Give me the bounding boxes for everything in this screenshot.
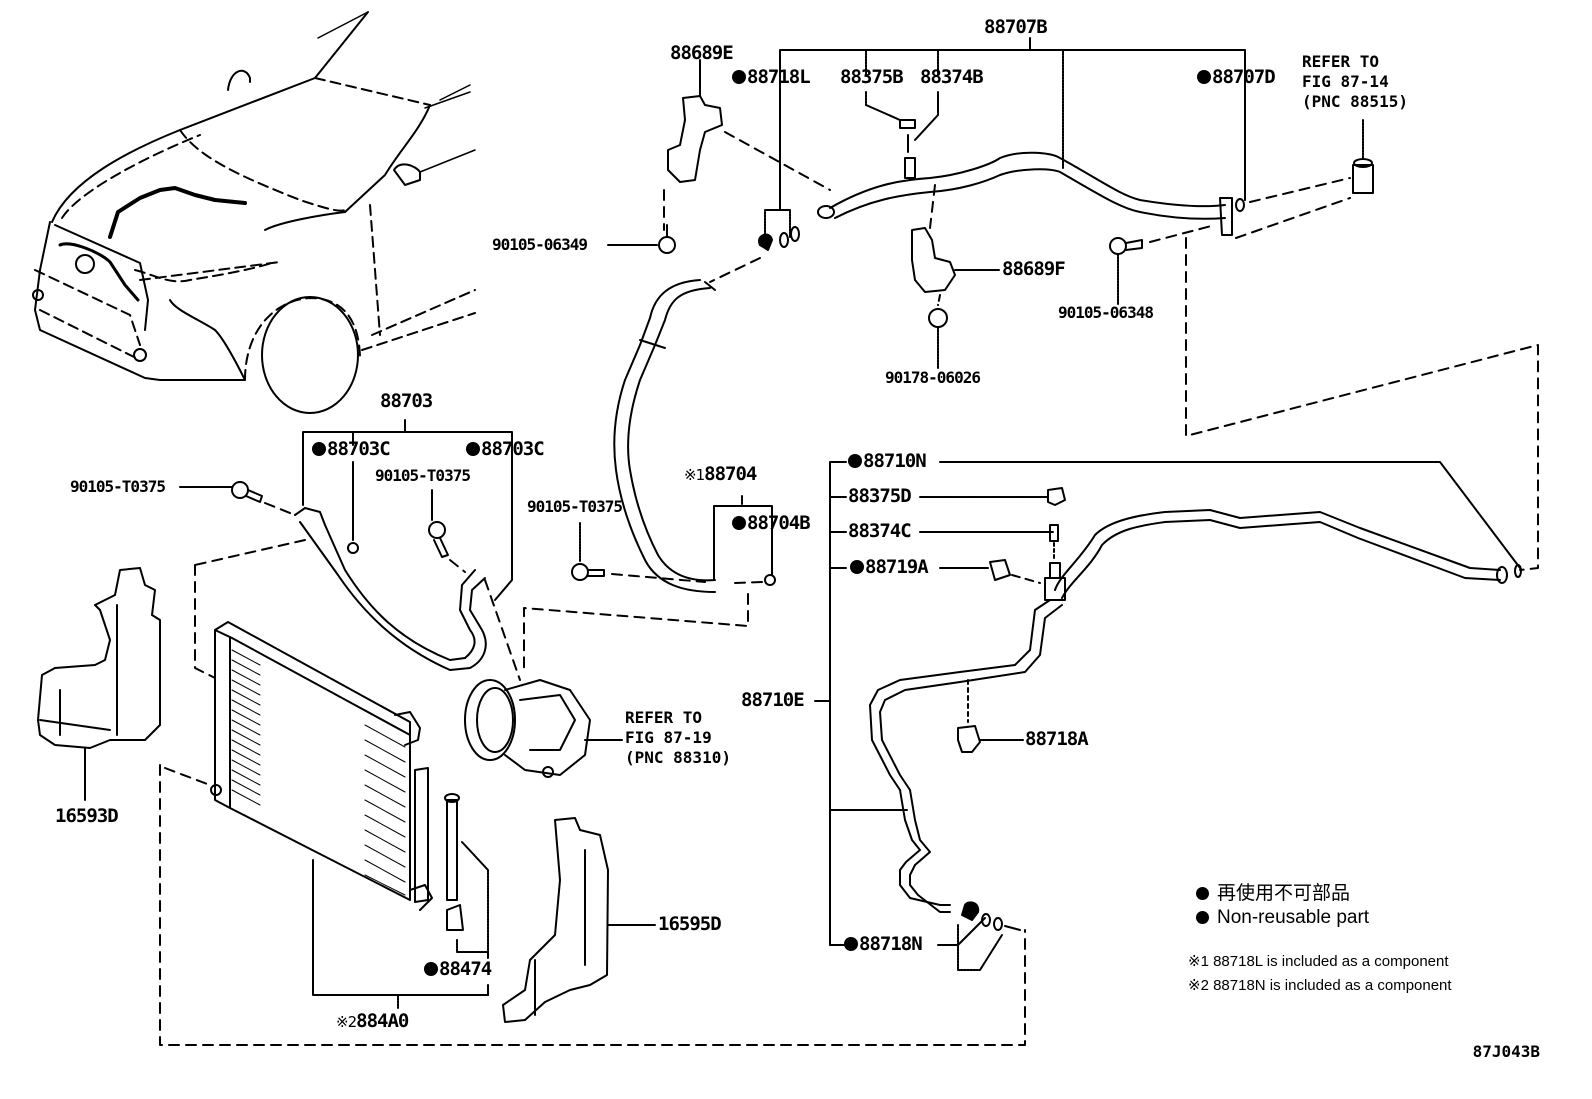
88710E-bracket-lines [815, 462, 1520, 970]
part-label-88474[interactable]: 88474 [424, 960, 492, 979]
non-reusable-dot-icon [732, 516, 746, 530]
884A0-bracket-lines [313, 842, 488, 1008]
legend-note-2: ※2 88718N is included as a component [1188, 977, 1452, 994]
part-label-88718A[interactable]: 88718A [1025, 728, 1089, 750]
liquid-pipe-88710E [870, 510, 1521, 912]
suction-pipe-88707B [818, 120, 1244, 235]
non-reusable-dot-icon [312, 442, 326, 456]
bolt-90105-T0375-c [572, 523, 705, 582]
part-label-16595D[interactable]: 16595D [658, 913, 722, 935]
88704-bracket-lines [524, 496, 775, 670]
88707B-bracket-lines [765, 38, 1245, 238]
part-label-90178-06026[interactable]: 90178-06026 [885, 368, 981, 387]
receiver-88515 [1236, 120, 1373, 238]
part-label-90105-T0375-c[interactable]: 90105-T0375 [527, 497, 623, 516]
hose-88703 [195, 508, 520, 680]
oring-88718L-group [710, 227, 799, 282]
legend-row-jp: 再使用不可部品 [1196, 882, 1452, 906]
part-label-88718N[interactable]: 88718N [844, 935, 923, 954]
part-label-90105-T0375-b[interactable]: 90105-T0375 [375, 466, 471, 485]
part-label-88374B[interactable]: 88374B [920, 66, 984, 88]
part-label-88704B[interactable]: 88704B [732, 514, 811, 533]
part-label-88710N[interactable]: 88710N [848, 452, 927, 471]
part-label-88704[interactable]: ※188704 [684, 463, 757, 485]
legend-row-en: Non-reusable part [1196, 906, 1452, 930]
88703-bracket-lines [303, 420, 512, 600]
part-label-88703[interactable]: 88703 [380, 390, 433, 412]
part-label-90105-06349[interactable]: 90105-06349 [492, 235, 588, 254]
oring-88718N-group [962, 902, 1020, 930]
non-reusable-dot-icon [850, 560, 864, 574]
non-reusable-dot-icon [1196, 911, 1209, 924]
part-label-88689F[interactable]: 88689F [1002, 258, 1066, 280]
reference-fig-87-19[interactable]: REFER TO FIG 87-19 (PNC 88310) [625, 708, 731, 767]
part-label-88375B[interactable]: 88375B [840, 66, 904, 88]
bolt-90105-T0375-b [429, 522, 465, 572]
bolt-90105-06349 [608, 225, 675, 253]
compressor-illustration [465, 680, 622, 777]
dashed-connector-condenser [195, 565, 215, 678]
part-label-88375D[interactable]: 88375D [848, 485, 912, 507]
valve-88718A [958, 680, 1023, 752]
desiccant-88474 [445, 794, 463, 930]
non-reusable-dot-icon [424, 962, 438, 976]
seal-16595D [503, 818, 655, 1022]
reference-fig-87-14[interactable]: REFER TO FIG 87-14 (PNC 88515) [1302, 52, 1408, 111]
legend: 再使用不可部品 Non-reusable part ※1 88718L is i… [1188, 882, 1452, 998]
part-label-90105-06348[interactable]: 90105-06348 [1058, 303, 1154, 322]
part-label-88689E[interactable]: 88689E [670, 42, 734, 64]
bracket-88689F [912, 185, 1000, 368]
non-reusable-dot-icon [466, 442, 480, 456]
part-label-88703C-left[interactable]: 88703C [312, 440, 391, 459]
discharge-hose-88704 [614, 280, 715, 592]
part-label-88374C[interactable]: 88374C [848, 520, 912, 542]
legend-note-1: ※1 88718L is included as a component [1188, 953, 1449, 970]
part-label-88719A[interactable]: 88719A [850, 558, 929, 577]
part-label-88718L[interactable]: 88718L [732, 68, 811, 87]
dashed-connector-bottom [160, 765, 1025, 1045]
non-reusable-dot-icon [848, 454, 862, 468]
bracket-88689E [664, 60, 830, 230]
non-reusable-dot-icon [1197, 70, 1211, 84]
bolt-90105-T0375-a [180, 482, 295, 515]
non-reusable-dot-icon [732, 70, 746, 84]
part-label-88707B[interactable]: 88707B [984, 16, 1048, 38]
part-label-90105-T0375-a[interactable]: 90105-T0375 [70, 477, 166, 496]
bolt-90105-06348 [1110, 225, 1215, 305]
vehicle-overview-illustration [33, 12, 475, 413]
fittings-88375D-88374C-88719A [990, 488, 1065, 583]
figure-id: 87J043B [1472, 1042, 1540, 1061]
part-label-884A0[interactable]: ※2884A0 [336, 1010, 409, 1032]
part-label-16593D[interactable]: 16593D [55, 805, 119, 827]
part-label-88707D[interactable]: 88707D [1197, 68, 1276, 87]
non-reusable-dot-icon [1196, 887, 1209, 900]
non-reusable-dot-icon [844, 937, 858, 951]
seal-16593D [38, 568, 160, 800]
condenser-884A0 [165, 622, 432, 910]
part-label-88710E[interactable]: 88710E [741, 689, 805, 711]
part-label-88703C-right[interactable]: 88703C [466, 440, 545, 459]
dashed-connector-right [1186, 238, 1538, 570]
